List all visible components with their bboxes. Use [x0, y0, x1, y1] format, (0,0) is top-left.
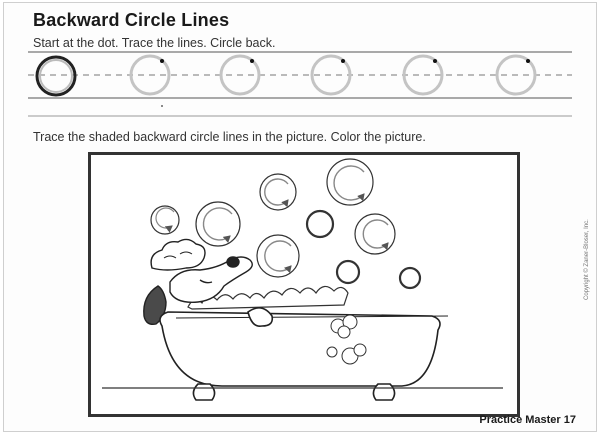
bubble	[259, 173, 297, 211]
bubble	[326, 346, 338, 358]
bubble	[305, 209, 335, 239]
trace-instruction: Start at the dot. Trace the lines. Circl…	[33, 36, 276, 50]
bubble	[335, 259, 361, 285]
bubble	[326, 158, 374, 206]
trace-circle	[129, 54, 171, 96]
bathtub	[159, 307, 449, 401]
practice-master-footer: Practice Master 17	[479, 414, 576, 426]
trace-circle	[402, 54, 444, 96]
bubble	[150, 205, 180, 235]
bubble	[353, 343, 367, 357]
bathtub-picture	[88, 152, 520, 417]
bubble	[354, 213, 396, 255]
bubble	[337, 325, 351, 339]
bubble	[195, 201, 241, 247]
handwriting-trace-row	[28, 51, 572, 117]
picture-instruction: Trace the shaded backward circle lines i…	[33, 130, 426, 144]
trace-circle	[219, 54, 261, 96]
bubble	[256, 234, 300, 278]
trace-circle	[495, 54, 537, 96]
worksheet-title: Backward Circle Lines	[33, 10, 230, 30]
dog	[143, 238, 253, 326]
model-circle	[35, 55, 77, 97]
bubble	[398, 266, 422, 290]
bubble	[342, 314, 358, 330]
trace-circle	[310, 54, 352, 96]
